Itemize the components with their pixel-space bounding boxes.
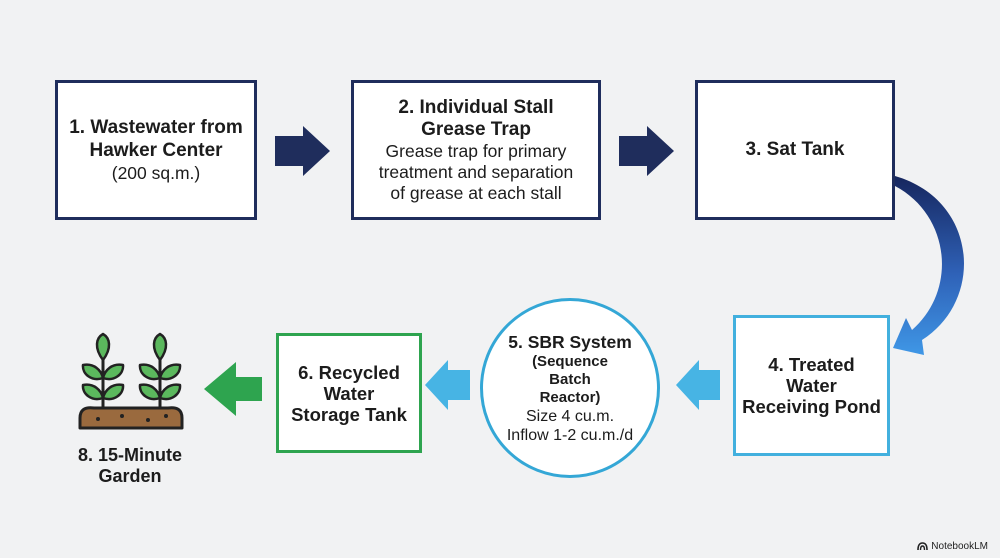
step-1-area: (200 sq.m.) xyxy=(111,162,201,183)
step-1-title-line1: 1. Wastewater from xyxy=(69,116,243,138)
step-5-detail-line3: Reactor) xyxy=(539,388,601,406)
notebooklm-logo-icon xyxy=(917,542,929,551)
step-2-grease-trap-box: 2. Individual Stall Grease Trap Grease t… xyxy=(351,80,601,220)
plant-sprouts-icon xyxy=(78,332,184,430)
step-5-detail-line1: (Sequence xyxy=(532,352,608,370)
step-6-title-line3: Storage Tank xyxy=(291,403,407,425)
arrow-5-to-6 xyxy=(425,360,470,410)
step-8-title-line2: Garden xyxy=(98,466,162,486)
step-5-inflow: Inflow 1-2 cu.m./d xyxy=(506,426,634,444)
step-2-title-line2: Grease Trap xyxy=(421,118,531,140)
step-6-title-line2: Water xyxy=(323,382,375,404)
step-4-receiving-pond-box: 4. Treated Water Receiving Pond xyxy=(733,315,890,456)
step-5-size: Size 4 cu.m. xyxy=(525,407,615,425)
step-4-title-line2: Water xyxy=(786,375,837,396)
step-2-title-line1: 2. Individual Stall xyxy=(398,96,554,118)
arrow-2-to-3 xyxy=(619,126,674,176)
step-5-title: 5. SBR System xyxy=(508,331,632,352)
step-6-title-line1: 6. Recycled xyxy=(298,361,400,383)
step-5-sbr-system-circle: 5. SBR System (Sequence Batch Reactor) S… xyxy=(480,298,660,478)
brand-name: NotebookLM xyxy=(931,541,988,552)
step-2-desc-line1: Grease trap for primary xyxy=(385,140,567,161)
step-4-title-line1: 4. Treated xyxy=(768,354,855,375)
arrow-6-to-8 xyxy=(204,362,262,416)
step-4-title-line3: Receiving Pond xyxy=(742,396,881,417)
arrow-3-to-4-curved xyxy=(893,176,964,355)
step-2-desc-line2: treatment and separation xyxy=(378,161,574,182)
arrow-4-to-5 xyxy=(676,360,720,410)
arrow-1-to-2 xyxy=(275,126,330,176)
step-3-title: 3. Sat Tank xyxy=(745,139,845,160)
step-2-desc-line3: of grease at each stall xyxy=(390,182,562,203)
step-6-storage-tank-box: 6. Recycled Water Storage Tank xyxy=(276,333,422,453)
step-5-detail-line2: Batch xyxy=(549,370,591,388)
brand-watermark: NotebookLM xyxy=(917,541,988,552)
step-1-title-line2: Hawker Center xyxy=(89,139,223,161)
step-3-sat-tank-box: 3. Sat Tank xyxy=(695,80,895,220)
step-8-garden-label: 8. 15-Minute Garden xyxy=(60,445,200,487)
step-8-title-line1: 8. 15-Minute xyxy=(77,445,183,465)
step-1-wastewater-box: 1. Wastewater from Hawker Center (200 sq… xyxy=(55,80,257,220)
